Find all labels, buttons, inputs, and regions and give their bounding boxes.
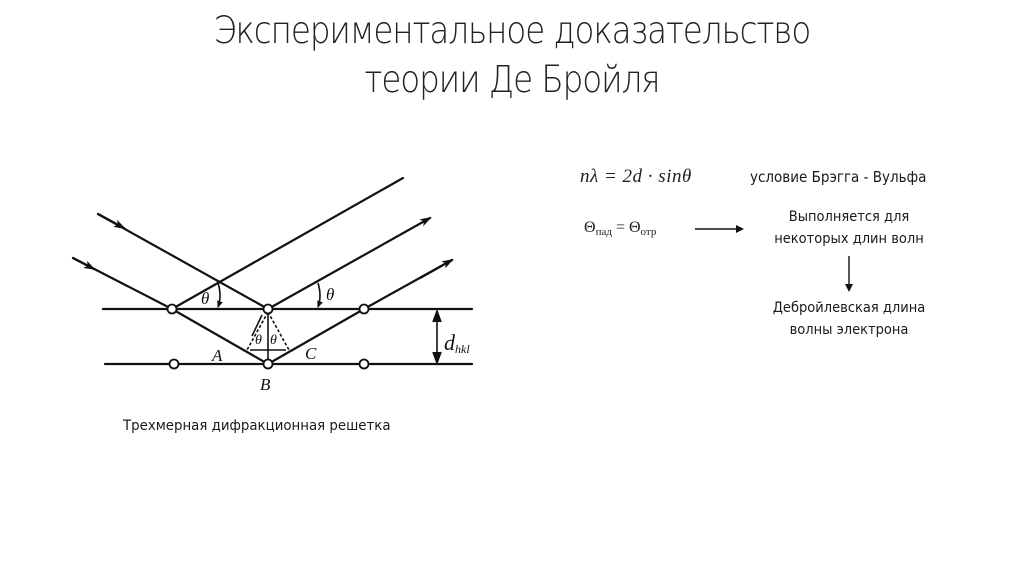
lattice-node	[168, 358, 180, 370]
slide-title: Экспериментальное доказательство теории …	[61, 6, 962, 104]
theta-label-1: θ	[201, 289, 209, 308]
theta-label-b-right: θ	[270, 333, 277, 348]
lattice-node	[262, 358, 274, 370]
condition-text: Выполняется для некоторых длин волн	[774, 209, 924, 247]
point-b-label: B	[260, 375, 271, 394]
reflected-ray-1	[170, 176, 405, 311]
arrow-down-icon	[845, 256, 853, 292]
theta-arc-1	[217, 282, 223, 308]
bragg-condition-label: условие Брэгга - Вульфа	[750, 168, 927, 186]
bragg-diffraction-diagram: θ θ θ θ A C B dhkl	[71, 176, 474, 394]
reflected-ray-2	[266, 216, 432, 311]
slide-title-line-1: Экспериментальное доказательство	[213, 9, 811, 52]
arrow-right-icon	[695, 225, 744, 233]
theta-label-2: θ	[326, 285, 334, 304]
angle-equality-formula: Θпад = Θотр	[584, 219, 657, 238]
point-c-label: C	[305, 344, 317, 363]
slide-title-line-2: теории Де Бройля	[364, 58, 661, 101]
lattice-node	[358, 303, 370, 315]
incident-ray-1	[96, 212, 270, 311]
bragg-formula: nλ = 2d · sinθ	[580, 166, 692, 187]
diagram-caption: Трехмерная дифракционная решетка	[123, 418, 391, 434]
lattice-node	[358, 358, 370, 370]
theta-label-b-left: θ	[255, 333, 262, 348]
result-text: Дебройлевская длина волны электрона	[772, 300, 926, 338]
point-a-label: A	[211, 346, 223, 365]
lattice-node	[262, 303, 274, 315]
lattice-node	[166, 303, 178, 315]
d-hkl-label: dhkl	[444, 330, 470, 356]
theta-arc-2	[317, 282, 323, 308]
